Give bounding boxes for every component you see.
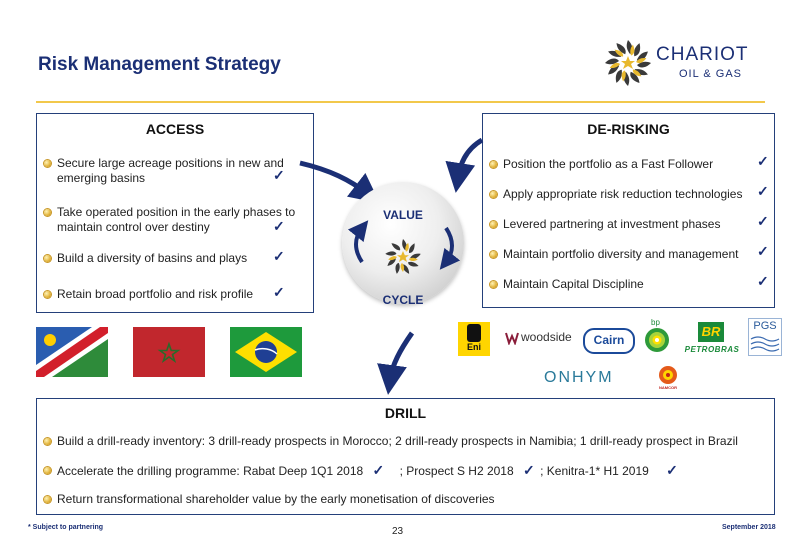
check-icon: ✓	[523, 462, 535, 478]
pgs-label: PGS	[753, 320, 777, 332]
check-icon: ✓	[273, 284, 285, 300]
eni-label: Eni	[466, 342, 481, 352]
access-item-1-line2: emerging basins	[57, 171, 146, 185]
drill-item-2: Accelerate the drilling programme: Rabat…	[57, 463, 772, 479]
eni-dog-icon	[467, 324, 481, 342]
bullet-icon	[490, 161, 497, 168]
cycle-top-label: VALUE	[383, 208, 423, 222]
drill-item-2-prospect-s: ; Prospect S H2 2018	[399, 464, 514, 478]
cycle-arrows-icon	[347, 220, 461, 274]
logo-name: CHARIOT	[656, 44, 749, 65]
bullet-icon	[44, 438, 51, 445]
derisking-item-4: Maintain portfolio diversity and managem…	[503, 247, 739, 261]
namibia-flag	[36, 327, 108, 377]
drill-title: DRILL	[384, 405, 427, 421]
access-item-3: Build a diversity of basins and plays	[57, 251, 248, 265]
derisking-to-cycle-arrow	[445, 137, 484, 193]
bp-label: bp	[651, 318, 660, 327]
derisking-item-3: Levered partnering at investment phases	[503, 217, 721, 231]
page-title: Risk Management Strategy	[38, 54, 281, 75]
cycle-to-drill-arrow	[377, 331, 415, 395]
bullet-icon	[490, 281, 497, 288]
check-icon: ✓	[757, 243, 769, 259]
access-item-2-line1: Take operated position in the early phas…	[57, 205, 296, 219]
onhym-label: ONHYM	[544, 369, 614, 386]
derisking-item-1: Position the portfolio as a Fast Followe…	[503, 157, 714, 171]
page-number: 23	[392, 526, 404, 537]
derisking-box: DE-RISKING Position the portfolio as a F…	[482, 113, 775, 308]
bullet-icon	[44, 255, 51, 262]
footer-date: September 2018	[722, 524, 776, 531]
check-icon: ✓	[757, 213, 769, 229]
bullet-icon	[44, 467, 51, 474]
drill-item-3: Return transformational shareholder valu…	[57, 492, 495, 506]
pgs-logo: PGS	[748, 318, 782, 356]
bullet-icon	[44, 209, 51, 216]
bullet-icon	[490, 191, 497, 198]
access-box: ACCESS Secure large acreage positions in…	[36, 113, 314, 313]
bp-logo: bp	[641, 318, 673, 352]
derisking-item-2: Apply appropriate risk reduction technol…	[503, 187, 743, 201]
brazil-flag	[230, 327, 302, 377]
namcor-icon	[659, 366, 677, 384]
bullet-icon	[490, 221, 497, 228]
bullet-icon	[44, 496, 51, 503]
check-icon: ✓	[273, 167, 285, 183]
check-icon: ✓	[666, 462, 678, 478]
derisking-title: DE-RISKING	[587, 121, 670, 137]
drill-item-2-kenitra: ; Kenitra-1* H1 2019	[540, 464, 649, 478]
logo-subtitle: OIL & GAS	[679, 68, 743, 80]
derisking-item-5: Maintain Capital Discipline	[503, 277, 644, 291]
cairn-label: Cairn	[593, 333, 625, 347]
woodside-label: woodside	[521, 330, 572, 344]
access-title: ACCESS	[145, 121, 205, 137]
namcor-label: NAMCOR	[659, 385, 677, 390]
cycle-bottom-label: CYCLE	[382, 293, 424, 307]
access-item-2: Take operated position in the early phas…	[57, 205, 312, 235]
drill-item-2-rabat: Accelerate the drilling programme: Rabat…	[57, 464, 364, 478]
access-item-1: Secure large acreage positions in new an…	[57, 156, 307, 186]
onhym-logo: ONHYM	[544, 369, 614, 387]
bp-helios-icon	[645, 328, 669, 352]
petrobras-logo: BR PETROBRAS	[682, 322, 742, 356]
bullet-icon	[44, 160, 51, 167]
morocco-flag	[133, 327, 205, 377]
check-icon: ✓	[273, 218, 285, 234]
drill-item-1: Build a drill-ready inventory: 3 drill-r…	[57, 434, 738, 448]
chariot-sunburst-icon	[605, 40, 651, 86]
title-divider	[36, 101, 765, 103]
value-cycle-circle: VALUE CYCLE	[342, 182, 464, 307]
namcor-logo: NAMCOR	[655, 364, 681, 394]
check-icon: ✓	[372, 462, 385, 478]
pgs-waves-icon	[750, 336, 780, 352]
access-item-4: Retain broad portfolio and risk profile	[57, 287, 254, 301]
access-item-2-line2: maintain control over destiny	[57, 220, 210, 234]
petrobras-mark: BR	[698, 322, 724, 342]
chariot-logo: CHARIOT OIL & GAS	[604, 36, 774, 92]
check-icon: ✓	[757, 183, 769, 199]
petrobras-mark-label: BR	[701, 324, 721, 339]
woodside-icon	[505, 332, 519, 345]
drill-box: DRILL Build a drill-ready inventory: 3 d…	[36, 398, 775, 515]
eni-logo: Eni	[458, 322, 490, 356]
bullet-icon	[44, 291, 51, 298]
bullet-icon	[490, 251, 497, 258]
sunburst-icon	[385, 239, 421, 274]
check-icon: ✓	[757, 153, 769, 169]
check-icon: ✓	[757, 273, 769, 289]
footnote: * Subject to partnering	[28, 524, 104, 531]
cairn-logo: Cairn	[583, 328, 635, 354]
petrobras-label: PETROBRAS	[684, 345, 740, 354]
check-icon: ✓	[273, 248, 285, 264]
access-item-1-line1: Secure large acreage positions in new an…	[57, 156, 284, 170]
